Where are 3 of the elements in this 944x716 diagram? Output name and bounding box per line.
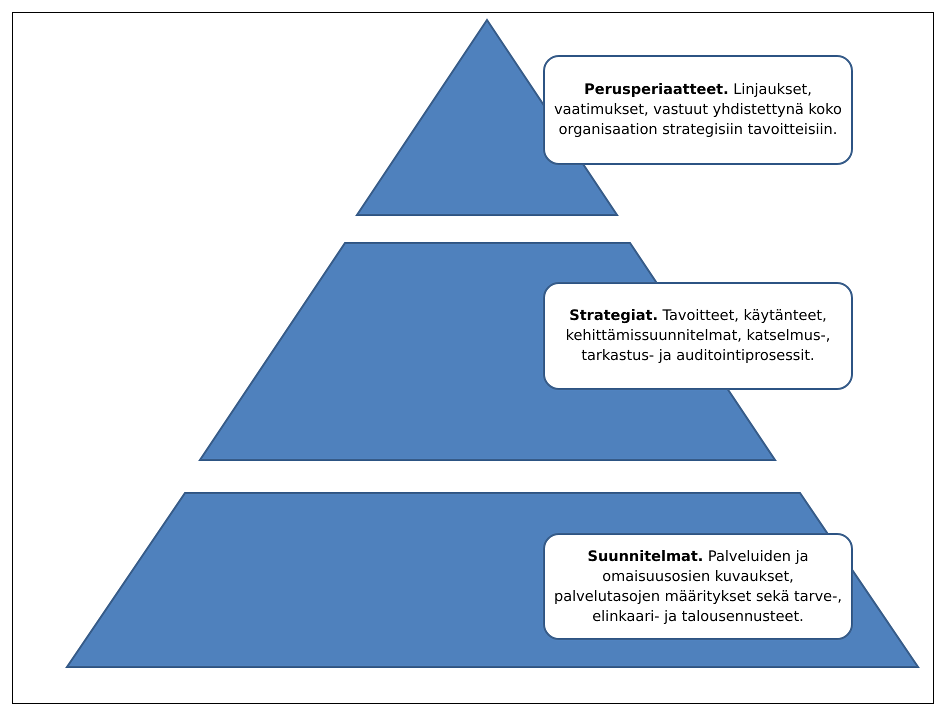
description-callout: Perusperiaatteet. Linjaukset, vaatimukset, vastuut yhdistettynä koko organisaation strategisiin tavoitteisiin.	[543, 55, 853, 165]
description-callout: Strategiat. Tavoitteet, käytänteet, kehittämissuunnitelmat, katselmus-, tarkastus- ja auditointiprosessit.	[543, 282, 853, 390]
description-callout: Suunnitelmat. Palveluiden ja omaisuusosien kuvaukset, palvelutasojen määritykset sekä tarve-, elinkaari- ja talousennusteet.	[543, 533, 853, 640]
